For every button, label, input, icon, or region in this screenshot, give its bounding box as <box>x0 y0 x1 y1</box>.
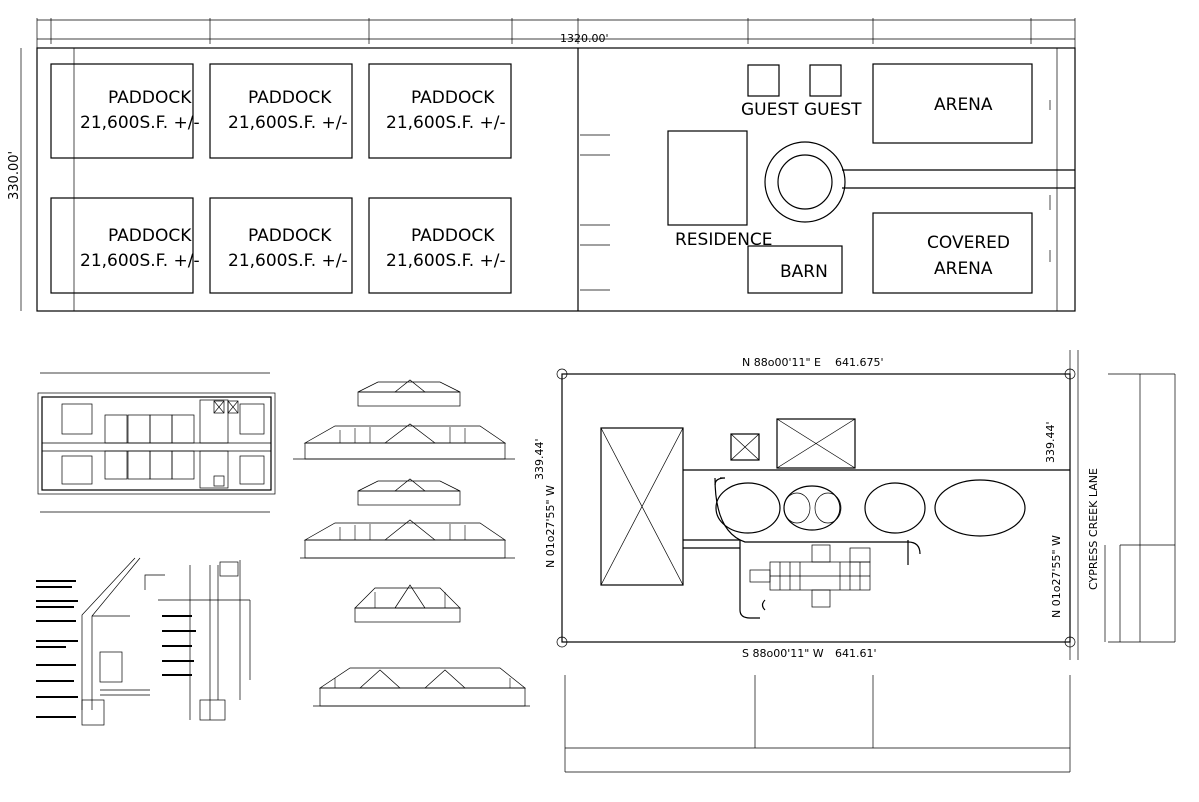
svg-text:21,600S.F. +/-: 21,600S.F. +/- <box>386 113 506 133</box>
residence-label: RESIDENCE <box>675 230 773 250</box>
svg-text:21,600S.F. +/-: 21,600S.F. +/- <box>228 113 348 133</box>
west-distance: 339.44' <box>533 438 546 480</box>
east-distance: 339.44' <box>1044 421 1057 463</box>
svg-text:PADDOCK: PADDOCK <box>248 226 332 246</box>
paddock: PADDOCK 21,600S.F. +/- <box>209 63 353 159</box>
svg-text:PADDOCK: PADDOCK <box>248 88 332 108</box>
circular-drive <box>764 141 1075 223</box>
covered-arena-label: ARENA <box>934 259 993 279</box>
svg-text:PADDOCK: PADDOCK <box>108 226 192 246</box>
site-plan: 1320.00' 330.00' PADDOCK 21,600S.F. +/- … <box>7 18 1076 312</box>
svg-text:PADDOCK: PADDOCK <box>411 88 495 108</box>
covered-arena <box>872 212 1033 294</box>
svg-text:21,600S.F. +/-: 21,600S.F. +/- <box>386 251 506 271</box>
arena <box>872 63 1033 144</box>
west-bearing: N 01o27'55" W <box>544 485 557 568</box>
svg-text:21,600S.F. +/-: 21,600S.F. +/- <box>80 113 200 133</box>
building-elevations <box>293 379 530 707</box>
barn-label: BARN <box>780 262 828 282</box>
paddock: PADDOCK 21,600S.F. +/- <box>368 197 512 294</box>
svg-text:PADDOCK: PADDOCK <box>411 226 495 246</box>
north-distance: 641.675' <box>835 356 884 369</box>
barn-floor-plan <box>37 372 276 513</box>
guest-label: GUEST <box>741 100 799 120</box>
overall-depth-label: 330.00' <box>7 151 22 200</box>
residence <box>667 130 748 226</box>
south-distance: 641.61' <box>835 647 877 660</box>
covered-arena-label: COVERED <box>927 233 1010 253</box>
svg-text:21,600S.F. +/-: 21,600S.F. +/- <box>228 251 348 271</box>
paddock: PADDOCK 21,600S.F. +/- <box>368 63 512 159</box>
arena-label: ARENA <box>934 95 993 115</box>
guest-house <box>747 64 780 97</box>
street-name: CYPRESS CREEK LANE <box>1087 468 1100 590</box>
guest-house <box>809 64 842 97</box>
svg-text:21,600S.F. +/-: 21,600S.F. +/- <box>80 251 200 271</box>
paddock: PADDOCK 21,600S.F. +/- <box>50 63 200 159</box>
east-bearing: N 01o27'55" W <box>1050 535 1063 618</box>
barn <box>747 245 843 294</box>
guest-label: GUEST <box>804 100 862 120</box>
paddock: PADDOCK 21,600S.F. +/- <box>50 197 200 294</box>
paddock: PADDOCK 21,600S.F. +/- <box>209 197 353 294</box>
overall-width-label: 1320.00' <box>560 32 609 45</box>
south-bearing: S 88o00'11" W <box>742 647 824 660</box>
wall-section-details <box>36 557 251 726</box>
svg-text:PADDOCK: PADDOCK <box>108 88 192 108</box>
north-bearing: N 88o00'11" E <box>742 356 821 369</box>
plot-plan: N 88o00'11" E 641.675' S 88o00'11" W 641… <box>533 350 1176 773</box>
